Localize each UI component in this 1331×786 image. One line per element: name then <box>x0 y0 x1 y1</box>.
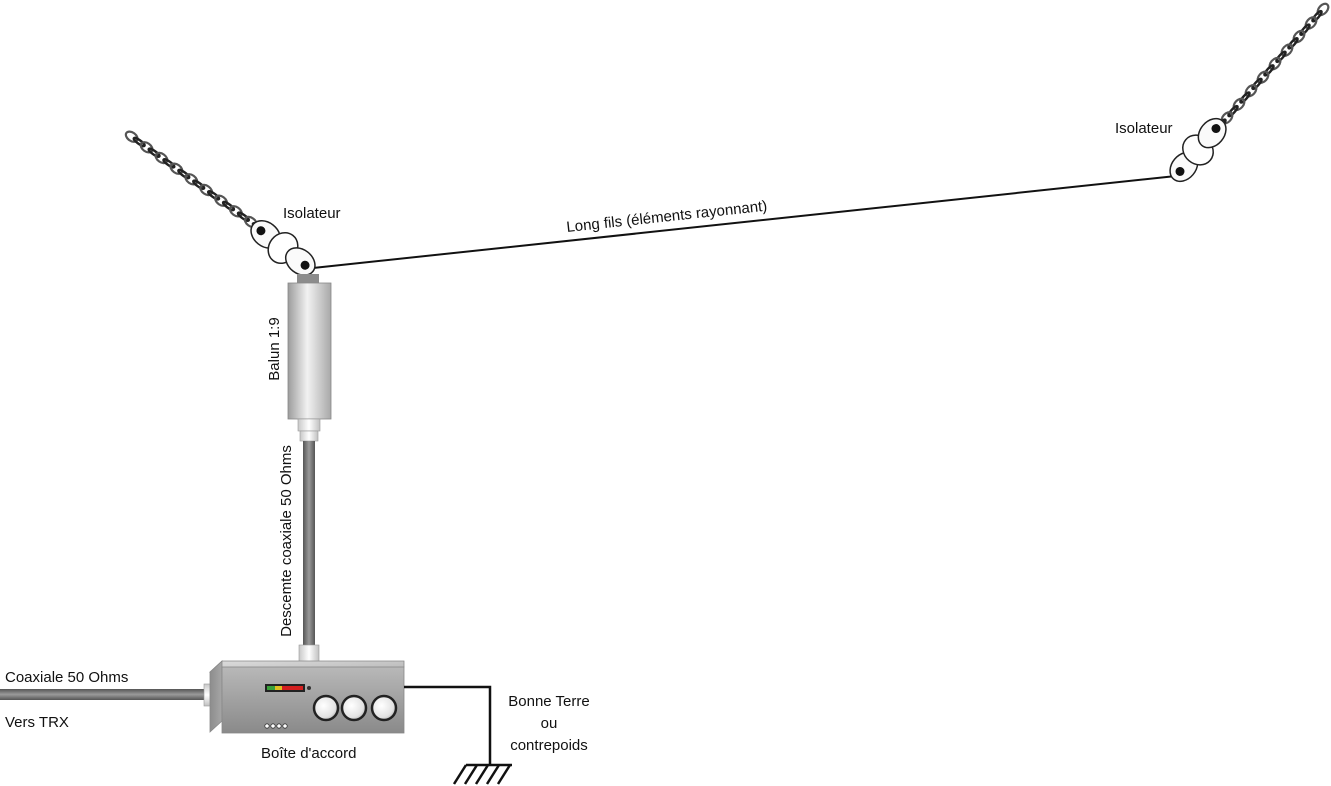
chain-link <box>147 147 161 158</box>
tuner-knob-2 <box>340 694 368 722</box>
chain-link <box>214 194 229 207</box>
chain-link <box>192 179 206 190</box>
chain-link <box>207 190 221 201</box>
chain-link <box>1287 37 1299 50</box>
left-isolator <box>250 220 316 276</box>
label-coax-trx-1: Coaxiale 50 Ohms <box>5 669 128 686</box>
chain-link <box>1280 43 1294 57</box>
label-coax-downlead: Descemte coaxiale 50 Ohms <box>278 445 295 637</box>
chain-link <box>1268 56 1282 71</box>
antenna-tuner-box <box>209 660 405 734</box>
long-wire <box>312 175 1177 269</box>
chain-link <box>199 183 214 197</box>
coax-to-trx <box>0 689 206 700</box>
chain-link <box>228 205 243 218</box>
chain-link <box>1316 2 1330 17</box>
chain-link <box>132 136 146 148</box>
label-coax-trx-2: Vers TRX <box>5 714 69 731</box>
label-balun: Balun 1:9 <box>266 317 283 380</box>
label-tuner: Boîte d'accord <box>261 745 356 762</box>
chain-link <box>1299 23 1311 36</box>
right-anchor-chain <box>1215 2 1330 131</box>
balun <box>287 274 332 442</box>
chain-link <box>1263 64 1275 77</box>
chain-link <box>1251 77 1263 91</box>
label-ground-1: Bonne Terre <box>508 693 589 710</box>
chain-link <box>221 200 236 212</box>
ground-symbol <box>452 763 512 785</box>
chain-link <box>1304 16 1318 30</box>
label-ground-2: ou <box>541 715 558 732</box>
label-isolator-left: Isolateur <box>283 205 341 222</box>
chain-link <box>1256 70 1270 84</box>
chain-link <box>1311 9 1323 23</box>
chain-link <box>124 130 139 143</box>
tuner-knob-3 <box>370 694 398 722</box>
chain-link <box>1239 91 1251 104</box>
chain-link <box>177 168 191 180</box>
left-anchor-chain <box>124 130 265 233</box>
label-isolator-right: Isolateur <box>1115 120 1173 137</box>
chain-link <box>1244 83 1258 98</box>
swr-meter <box>265 684 311 692</box>
chain-link <box>236 211 250 222</box>
label-ground-3: contrepoids <box>510 737 588 754</box>
tuner-knob-1 <box>312 694 340 722</box>
chain-link <box>154 151 169 165</box>
chain-link <box>1275 50 1287 64</box>
chain-link <box>1232 97 1246 112</box>
chain-link <box>1227 104 1239 118</box>
chain-link <box>169 162 184 175</box>
coax-downlead <box>303 441 315 645</box>
right-isolator <box>1169 117 1227 183</box>
ground-wire <box>404 685 492 765</box>
chain-link <box>184 173 199 186</box>
chain-link <box>162 158 176 169</box>
chain-link <box>1292 29 1306 44</box>
tuner-leds <box>264 723 288 729</box>
chain-link <box>139 141 154 154</box>
